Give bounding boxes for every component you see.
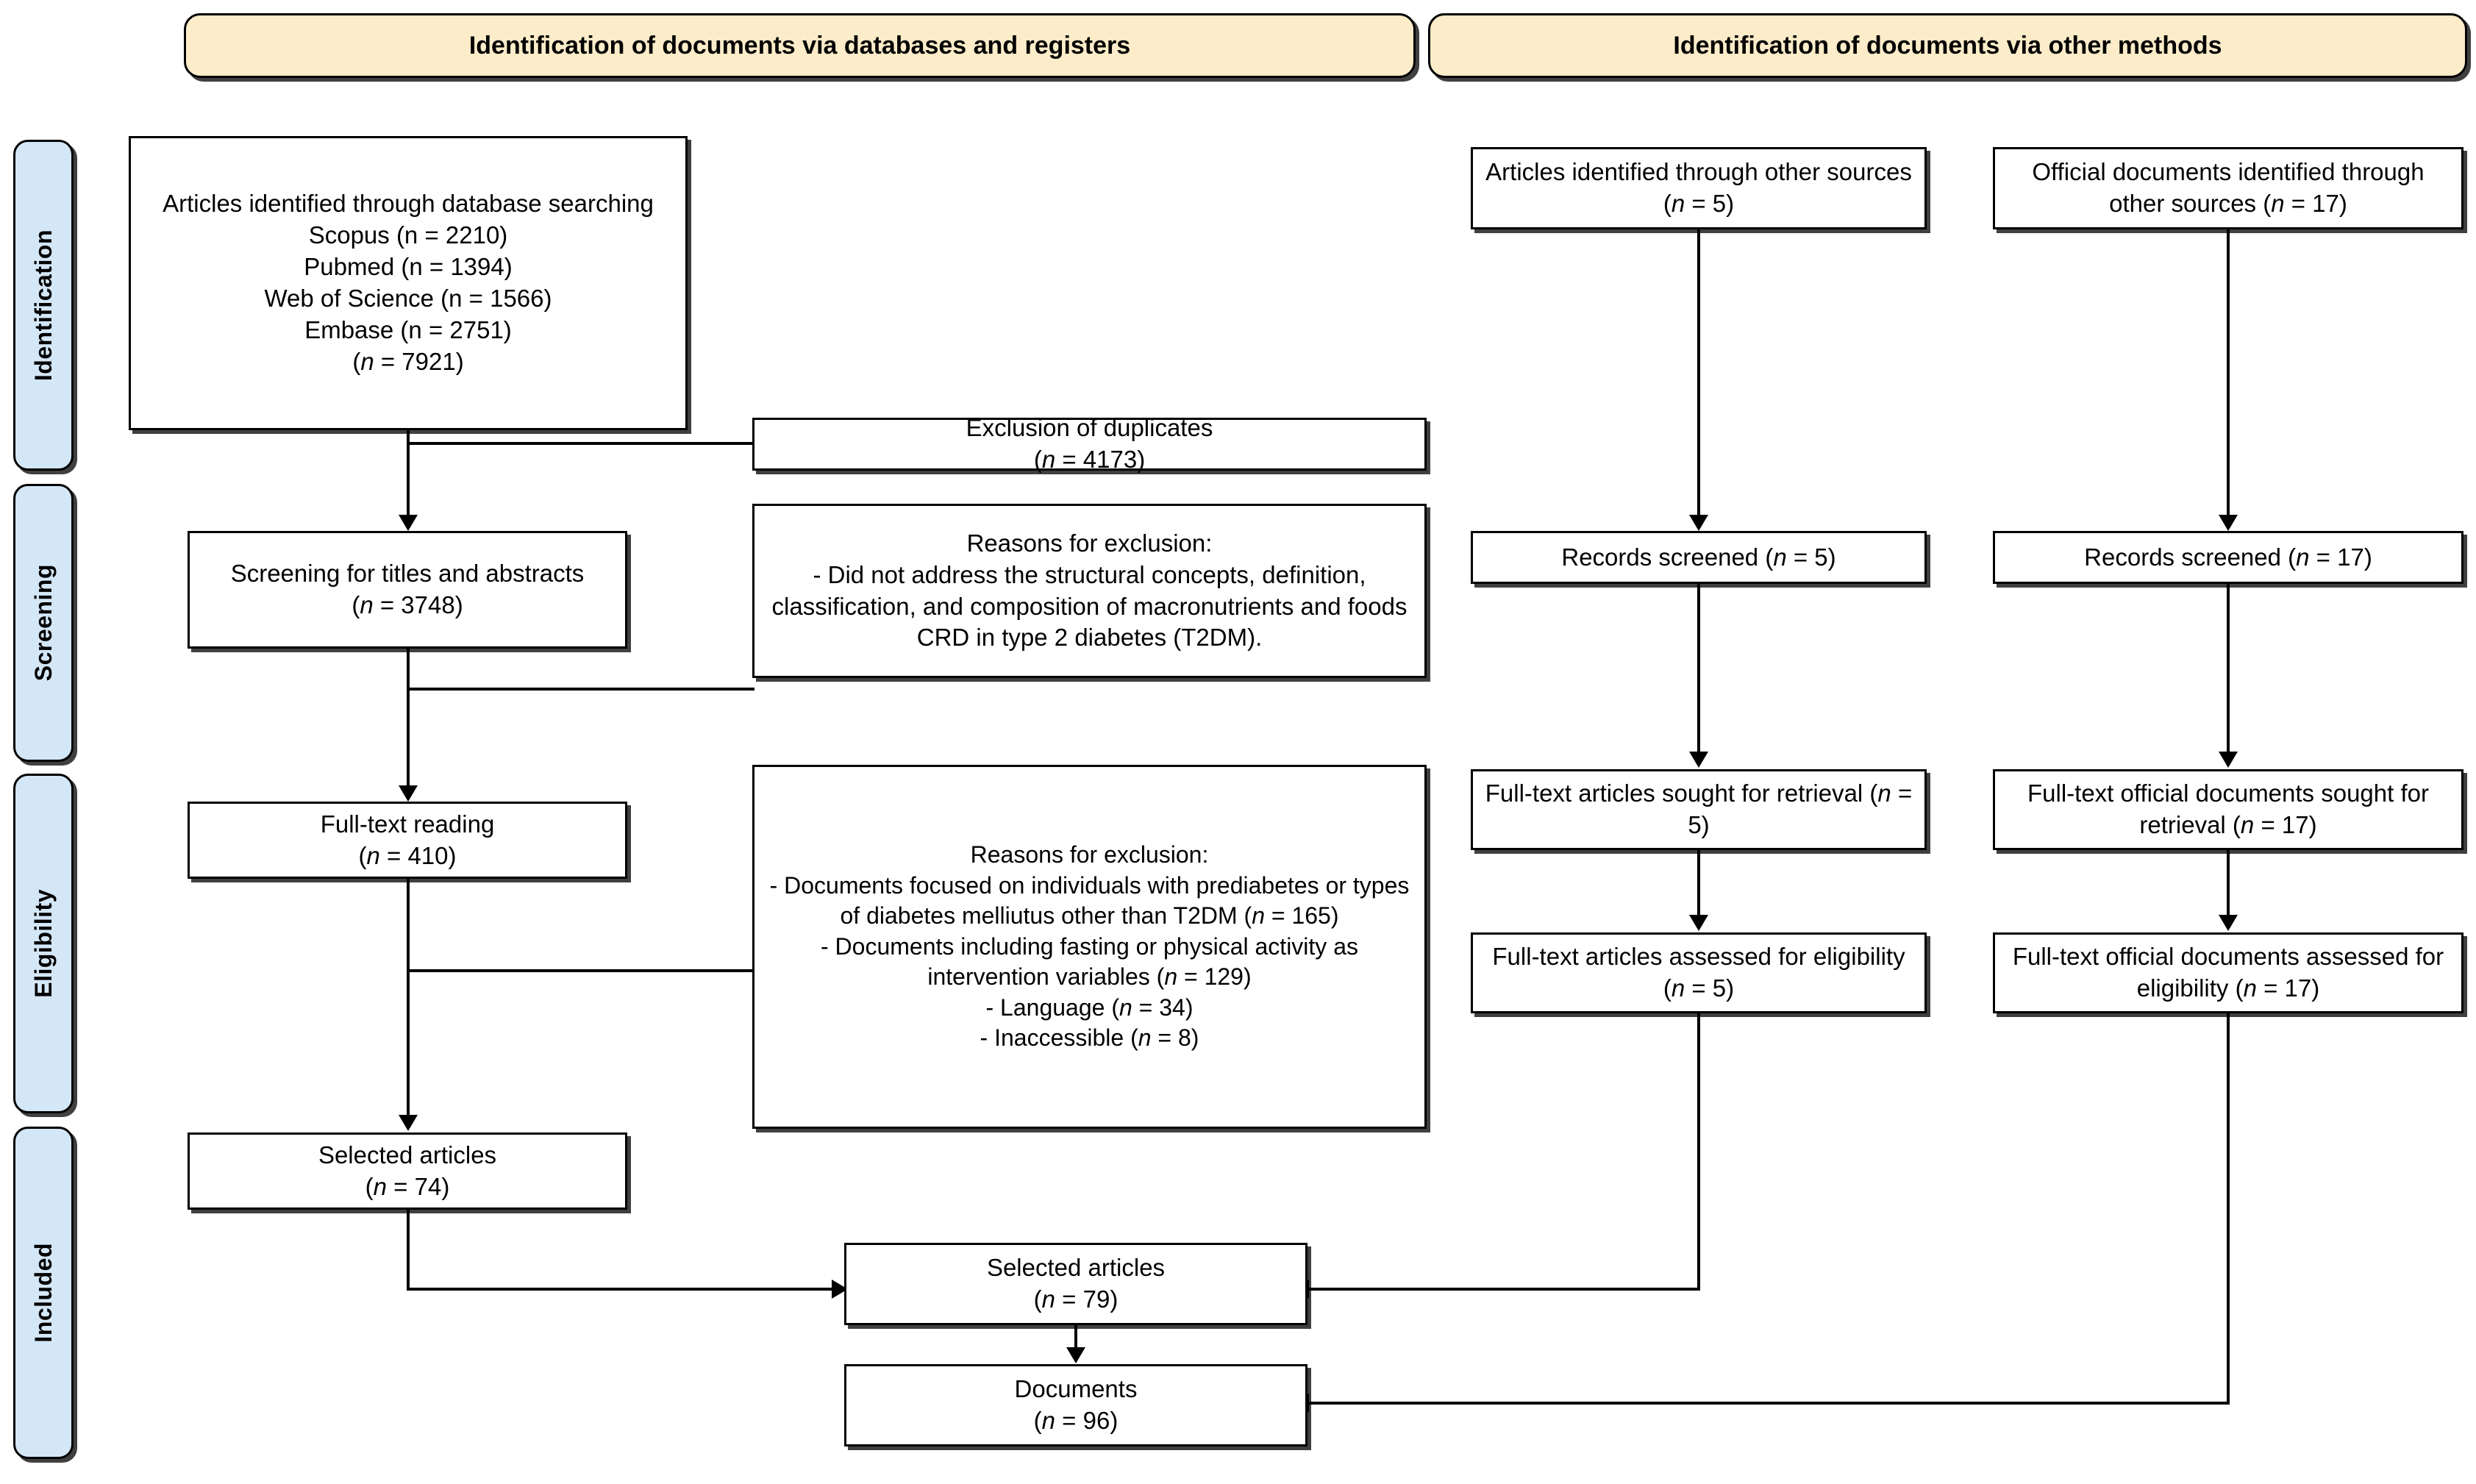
box-fulltext-articles-assessed-5: Full-text articles assessed for eligibil… xyxy=(1471,932,1927,1013)
box-official-documents-other-sources: Official documents identified through ot… xyxy=(1993,147,2463,229)
box-fulltext-official-assessed-17: Full-text official documents assessed fo… xyxy=(1993,932,2463,1013)
box-fulltext-articles-sought-5-title: Full-text articles sought for retrieval … xyxy=(1485,780,1913,838)
connector-official-docs-to-records17 xyxy=(2227,229,2230,524)
stage-included-label: Included xyxy=(29,1243,57,1343)
box-exclusion-of-duplicates: Exclusion of duplicates (n = 4173) xyxy=(752,414,1427,473)
connector-screening-to-fulltext-vertical xyxy=(407,649,410,792)
stage-identification: Identification xyxy=(13,140,74,471)
box-exclusion-of-duplicates-count: (n = 4173) xyxy=(1033,446,1146,473)
box-documents-96-title: Documents xyxy=(1014,1375,1138,1403)
stage-eligibility-label: Eligibility xyxy=(29,889,57,998)
connector-assessed17-to-documents96 xyxy=(1309,1402,2230,1405)
connector-other-articles-to-records5 xyxy=(1697,229,1700,524)
db-source-pubmed: Pubmed (n = 1394) xyxy=(304,253,513,281)
stage-included: Included xyxy=(13,1127,74,1459)
stage-identification-label: Identification xyxy=(29,229,57,382)
box-selected-articles-79-count: (n = 79) xyxy=(1033,1285,1119,1313)
connector-sought17-to-assessed17 xyxy=(2227,850,2230,924)
connector-records5-to-sought5 xyxy=(1697,584,1700,760)
arrow-sought5-to-assessed5 xyxy=(1689,915,1708,931)
arrow-official-docs-to-records17 xyxy=(2219,515,2238,531)
connector-selected79-to-documents96 xyxy=(1074,1325,1077,1356)
connector-fulltext-to-reasons-horizontal xyxy=(407,969,754,972)
box-documents-96: Documents (n = 96) xyxy=(844,1364,1307,1446)
box-fulltext-articles-sought-5: Full-text articles sought for retrieval … xyxy=(1471,769,1927,850)
connector-records17-to-sought17 xyxy=(2227,584,2230,760)
box-articles-other-sources-title: Articles identified through other source… xyxy=(1485,158,1912,217)
box-exclusion-of-duplicates-title: Exclusion of duplicates xyxy=(966,414,1213,442)
connector-fulltext-to-selected-vertical xyxy=(407,879,410,1121)
arrow-sought17-to-assessed17 xyxy=(2219,915,2238,931)
box-selected-articles-79: Selected articles (n = 79) xyxy=(844,1243,1307,1325)
arrow-records17-to-sought17 xyxy=(2219,752,2238,768)
banner-other-methods: Identification of documents via other me… xyxy=(1428,13,2467,78)
box-articles-identified-database-title: Articles identified through database sea… xyxy=(163,190,654,218)
db-source-web-of-science: Web of Science (n = 1566) xyxy=(264,285,552,312)
box-articles-other-sources: Articles identified through other source… xyxy=(1471,147,1927,229)
connector-db-to-duplicates-horizontal xyxy=(407,442,754,445)
box-reasons-exclusion-screening-title: Reasons for exclusion: xyxy=(966,529,1213,557)
db-source-embase: Embase (n = 2751) xyxy=(304,315,512,343)
box-selected-articles-79-title: Selected articles xyxy=(986,1254,1166,1282)
box-full-text-reading-count: (n = 410) xyxy=(358,841,457,869)
arrow-selected79-to-documents96 xyxy=(1066,1347,1085,1363)
box-reasons-exclusion-screening: Reasons for exclusion: - Did not address… xyxy=(752,504,1427,678)
box-full-text-reading-title: Full-text reading xyxy=(320,810,495,838)
reason-eligibility-item-3: - Language (n = 34) xyxy=(985,994,1194,1021)
box-screening-titles-abstracts-count: (n = 3748) xyxy=(352,591,463,618)
box-fulltext-articles-assessed-5-title: Full-text articles assessed for eligibil… xyxy=(1492,943,1905,1002)
db-source-scopus: Scopus (n = 2210) xyxy=(308,221,508,249)
box-screening-titles-abstracts-title: Screening for titles and abstracts xyxy=(230,560,585,588)
banner-databases-registers: Identification of documents via database… xyxy=(184,13,1416,78)
reason-eligibility-item-1: - Documents focused on individuals with … xyxy=(769,871,1410,930)
box-selected-articles-74-title: Selected articles xyxy=(318,1141,497,1169)
reason-eligibility-item-2: - Documents including fasting or physica… xyxy=(821,932,1358,991)
box-reasons-exclusion-eligibility: Reasons for exclusion: - Documents focus… xyxy=(752,765,1427,1129)
banner-databases-registers-label: Identification of documents via database… xyxy=(468,31,1131,60)
stage-eligibility: Eligibility xyxy=(13,774,74,1113)
db-total-count: (n = 7921) xyxy=(352,347,464,375)
connector-screening-to-reasons-horizontal xyxy=(407,688,754,691)
box-full-text-reading: Full-text reading (n = 410) xyxy=(188,802,627,879)
stage-screening: Screening xyxy=(13,484,74,762)
connector-sought5-to-assessed5 xyxy=(1697,850,1700,924)
stage-screening-label: Screening xyxy=(29,564,57,682)
box-fulltext-official-assessed-17-title: Full-text official documents assessed fo… xyxy=(2012,943,2444,1002)
arrow-screening-to-fulltext xyxy=(399,785,418,802)
box-fulltext-official-sought-17-title: Full-text official documents sought for … xyxy=(2027,780,2429,838)
box-records-screened-5: Records screened (n = 5) xyxy=(1471,531,1927,584)
box-records-screened-5-title: Records screened (n = 5) xyxy=(1561,543,1836,571)
connector-assessed5-down xyxy=(1697,1013,1700,1289)
arrow-db-to-screening xyxy=(399,515,418,531)
box-official-documents-other-sources-title: Official documents identified through ot… xyxy=(2032,158,2425,217)
box-screening-titles-abstracts: Screening for titles and abstracts (n = … xyxy=(188,531,627,649)
connector-selected74-down xyxy=(407,1210,410,1291)
arrow-records5-to-sought5 xyxy=(1689,752,1708,768)
box-reasons-exclusion-eligibility-title: Reasons for exclusion: xyxy=(970,841,1209,868)
arrow-selected74-to-selected79 xyxy=(832,1280,848,1299)
box-fulltext-official-sought-17: Full-text official documents sought for … xyxy=(1993,769,2463,850)
connector-selected74-to-selected79 xyxy=(407,1288,841,1291)
reason-eligibility-item-4: - Inaccessible (n = 8) xyxy=(980,1024,1199,1052)
box-records-screened-17-title: Records screened (n = 17) xyxy=(2084,543,2372,571)
arrow-other-articles-to-records5 xyxy=(1689,515,1708,531)
connector-assessed5-to-selected79 xyxy=(1309,1288,1700,1291)
connector-assessed17-down xyxy=(2227,1013,2230,1403)
connector-db-to-screening-vertical xyxy=(407,430,410,522)
box-articles-identified-database: Articles identified through database sea… xyxy=(129,136,688,430)
box-records-screened-17: Records screened (n = 17) xyxy=(1993,531,2463,584)
box-reasons-exclusion-screening-body: - Did not address the structural concept… xyxy=(771,560,1408,652)
arrow-fulltext-to-selected xyxy=(399,1115,418,1131)
box-documents-96-count: (n = 96) xyxy=(1033,1407,1119,1434)
box-selected-articles-74-count: (n = 74) xyxy=(365,1172,450,1200)
box-selected-articles-74: Selected articles (n = 74) xyxy=(188,1132,627,1210)
banner-other-methods-label: Identification of documents via other me… xyxy=(1673,31,2222,60)
